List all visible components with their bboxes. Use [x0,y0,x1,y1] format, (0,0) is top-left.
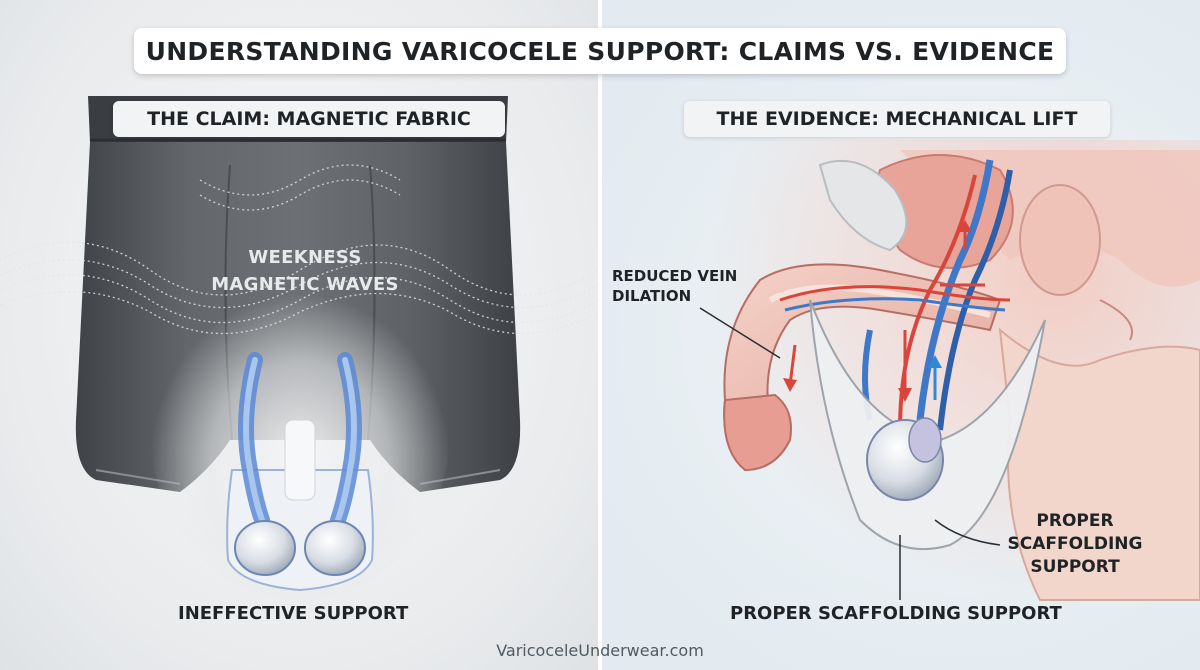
reduced-vein-dilation-annotation: REDUCED VEIN DILATION [612,266,782,306]
claim-label: THE CLAIM: MAGNETIC FABRIC [113,101,505,137]
annotation-vein-line-2: DILATION [612,287,692,305]
panel-divider [598,0,602,670]
footer-url: VaricoceleUnderwear.com [496,641,704,660]
magnetic-waves-label: WEEKNESS MAGNETIC WAVES [170,244,440,298]
proper-support-annotation: PROPER SCAFFOLDING SUPPORT [990,510,1160,579]
pelvic-anatomy-illustration [699,140,1200,601]
annotation-support-line-3: SUPPORT [1030,557,1120,577]
left-anatomy-graphic [226,352,374,592]
annotation-vein-line-1: REDUCED VEIN [612,267,738,285]
ineffective-support-caption: INEFFECTIVE SUPPORT [178,603,409,624]
annotation-support-line-1: PROPER [1036,511,1114,531]
magnetic-waves-graphic [0,164,599,335]
waves-line-1: WEEKNESS [248,247,362,268]
evidence-label: THE EVIDENCE: MECHANICAL LIFT [684,101,1110,137]
proper-support-caption: PROPER SCAFFOLDING SUPPORT [730,603,1062,624]
annotation-support-line-2: SCAFFOLDING [1007,534,1143,554]
waves-line-2: MAGNETIC WAVES [211,274,399,295]
page-title: UNDERSTANDING VARICOCELE SUPPORT: CLAIMS… [134,28,1066,74]
